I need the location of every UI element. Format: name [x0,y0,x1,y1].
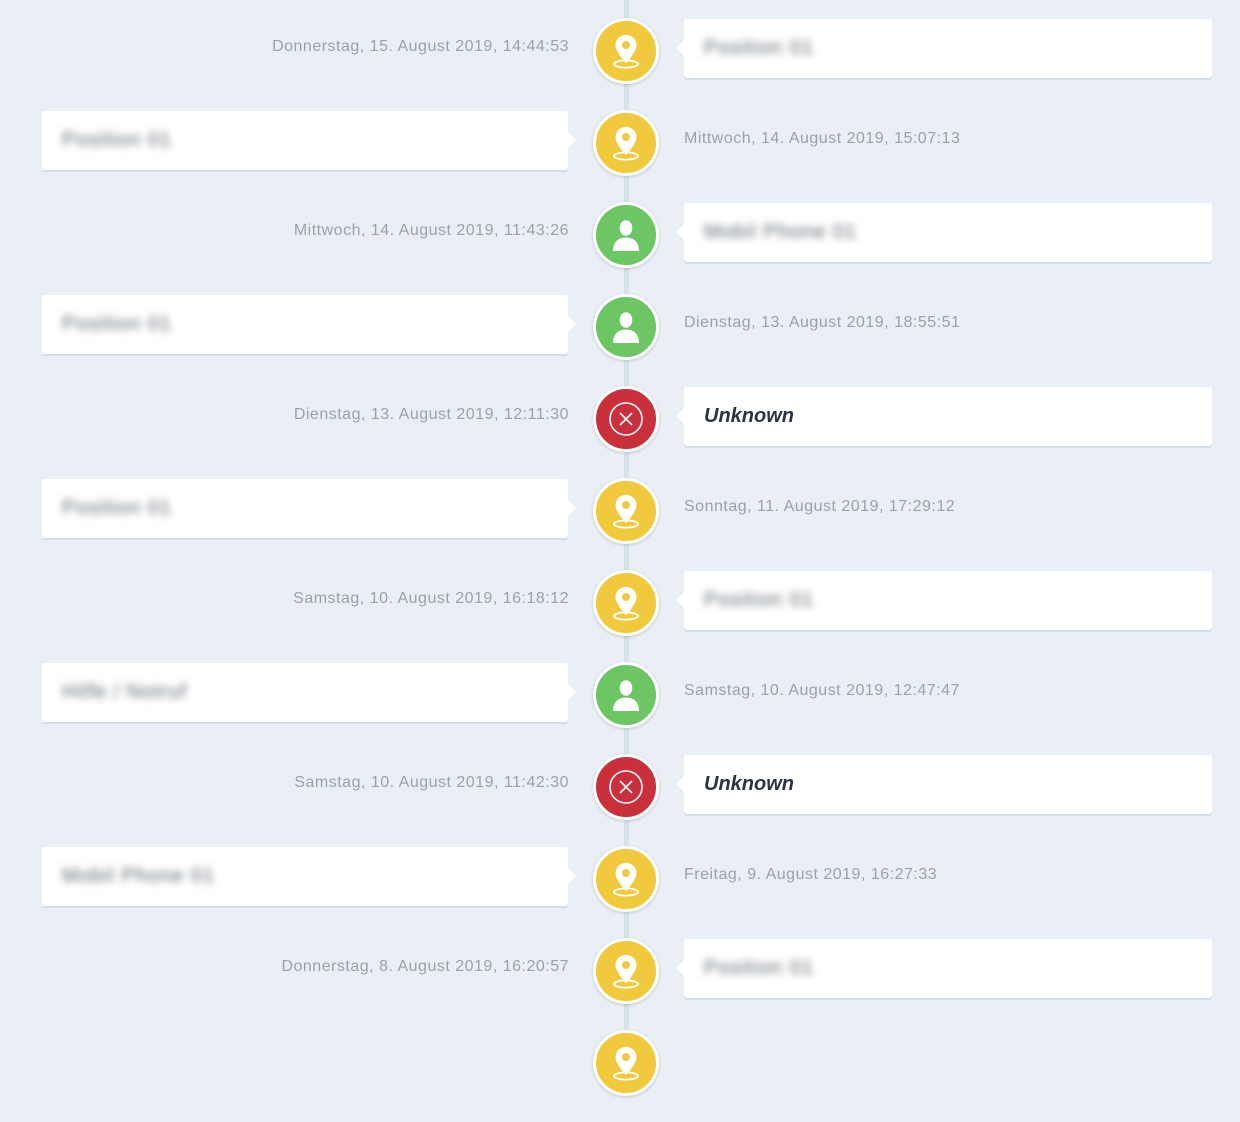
timeline-entry [0,1030,1240,1122]
entry-card[interactable]: Position 01 [676,571,1212,630]
entry-card[interactable]: Hilfe / Notruf [42,663,576,722]
entry-timestamp: Donnerstag, 15. August 2019, 14:44:53 [272,38,569,55]
entry-timestamp: Samstag, 10. August 2019, 12:47:47 [684,682,960,699]
entry-timestamp: Freitag, 9. August 2019, 16:27:33 [684,866,938,883]
timeline-entry: Samstag, 10. August 2019, 12:47:47 Hilfe … [0,662,1240,754]
map-pin-icon [593,18,659,84]
entry-card[interactable]: Position 01 [42,295,576,354]
entry-label: Position 01 [704,589,814,611]
timeline-entry: Donnerstag, 15. August 2019, 14:44:53 Pos… [0,18,1240,110]
entry-timestamp: Donnerstag, 8. August 2019, 16:20:57 [281,958,569,975]
entry-label: Mobil Phone 01 [62,865,215,887]
entry-timestamp: Samstag, 10. August 2019, 16:18:12 [293,590,569,607]
entry-timestamp: Sonntag, 11. August 2019, 17:29:12 [684,498,956,515]
entry-card[interactable]: Mobil Phone 01 [676,203,1212,262]
entry-label: Hilfe / Notruf [62,681,188,703]
x-circle-icon [593,754,659,820]
timeline-entry: Mittwoch, 14. August 2019, 11:43:26 Mobil… [0,202,1240,294]
entry-card[interactable]: Unknown [676,387,1212,446]
map-pin-icon [593,570,659,636]
user-icon [593,202,659,268]
entry-label: Mobil Phone 01 [704,221,857,243]
timeline-entry: Sonntag, 11. August 2019, 17:29:12 Positi… [0,478,1240,570]
user-icon [593,294,659,360]
entry-label: Unknown [704,773,794,795]
x-circle-icon [593,386,659,452]
entry-label: Position 01 [62,129,172,151]
entry-label: Position 01 [704,957,814,979]
entry-label: Position 01 [62,497,172,519]
timeline-entry: Freitag, 9. August 2019, 16:27:33 Mobil P… [0,846,1240,938]
entry-timestamp: Dienstag, 13. August 2019, 12:11:30 [293,406,569,423]
map-pin-icon [593,110,659,176]
entry-timestamp: Mittwoch, 14. August 2019, 15:07:13 [684,130,961,147]
timeline-entry: Samstag, 10. August 2019, 11:42:30 Unknow… [0,754,1240,846]
map-pin-icon [593,478,659,544]
timeline-entry: Donnerstag, 8. August 2019, 16:20:57 Posi… [0,938,1240,1030]
map-pin-icon [593,938,659,1004]
entry-label: Unknown [704,405,794,427]
entry-card[interactable]: Position 01 [676,939,1212,998]
user-icon [593,662,659,728]
entry-card[interactable]: Position 01 [42,111,576,170]
entry-card[interactable]: Position 01 [676,19,1212,78]
timeline-entry: Mittwoch, 14. August 2019, 15:07:13 Posit… [0,110,1240,202]
entry-card[interactable]: Unknown [676,755,1212,814]
entry-timestamp: Mittwoch, 14. August 2019, 11:43:26 [293,222,569,239]
entry-timestamp: Dienstag, 13. August 2019, 18:55:51 [684,314,961,331]
entry-card[interactable]: Position 01 [42,479,576,538]
timeline-entry: Dienstag, 13. August 2019, 12:11:30 Unkno… [0,386,1240,478]
entry-label: Position 01 [62,313,172,335]
timeline-entry: Dienstag, 13. August 2019, 18:55:51 Posit… [0,294,1240,386]
entry-timestamp: Samstag, 10. August 2019, 11:42:30 [294,774,569,791]
map-pin-icon [593,846,659,912]
entry-card[interactable]: Mobil Phone 01 [42,847,576,906]
map-pin-icon [593,1030,659,1096]
timeline-entry: Samstag, 10. August 2019, 16:18:12 Positi… [0,570,1240,662]
entry-label: Position 01 [704,37,814,59]
